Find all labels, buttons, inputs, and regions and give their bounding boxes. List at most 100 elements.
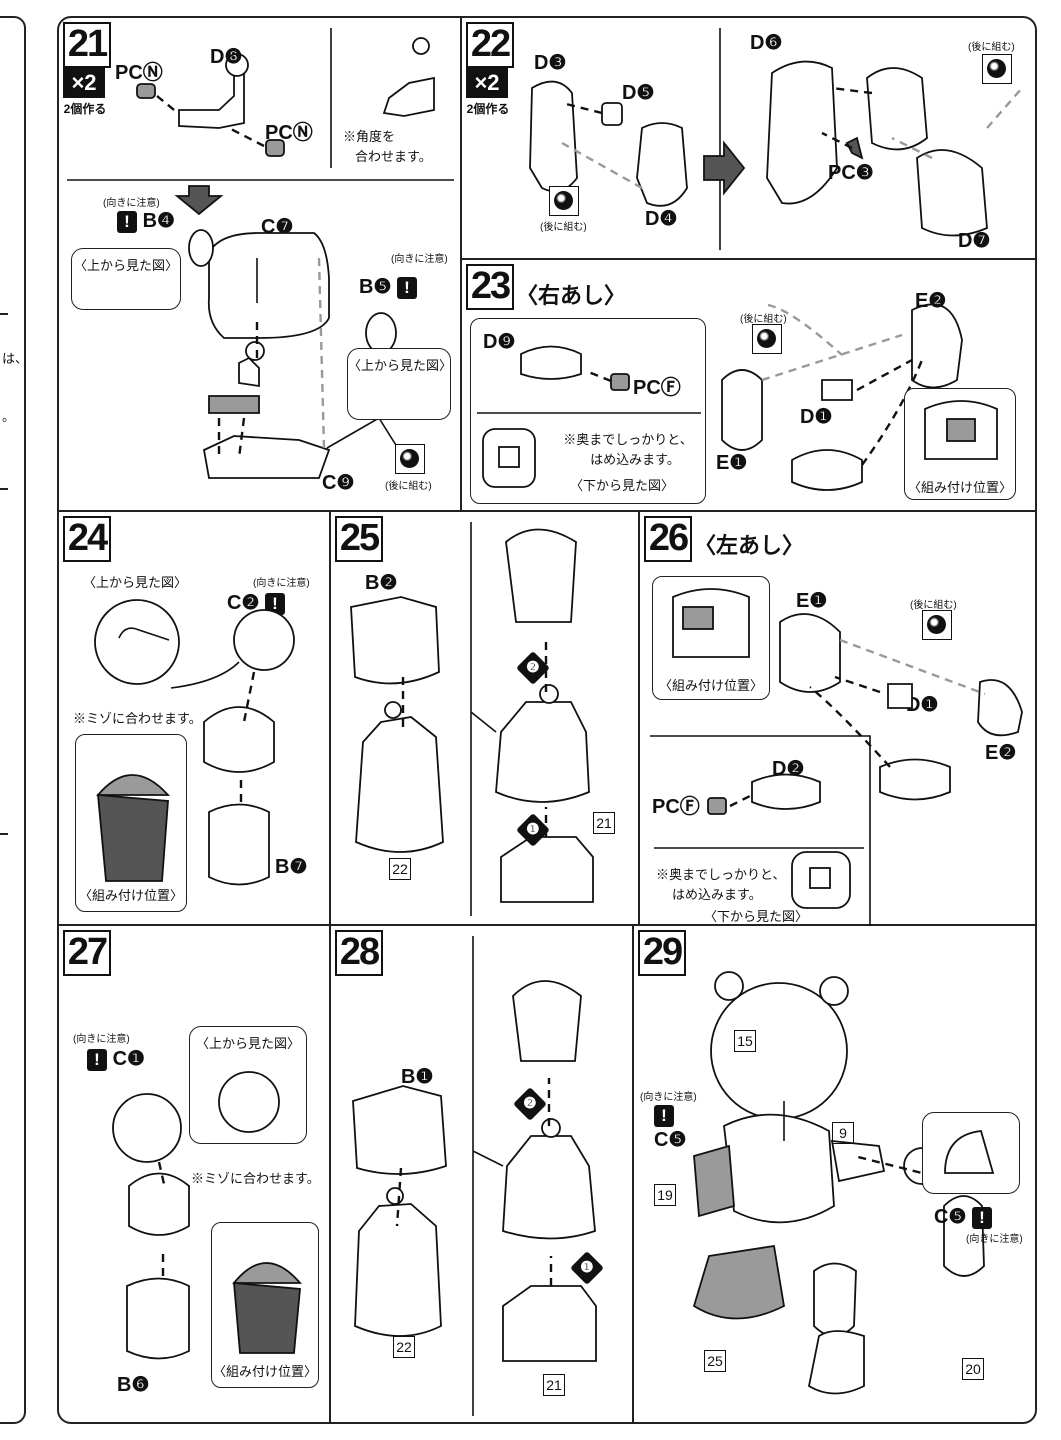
build-later-caption: (後に組む) bbox=[968, 42, 1015, 53]
part-label-c5: C❺ ! bbox=[934, 1204, 992, 1229]
edge-text: は、 bbox=[2, 351, 29, 366]
step-28-illustration bbox=[352, 936, 597, 1416]
detail-callout: D❾ PCⒻ ※奥までしっかりと、 はめ込みます。 〈下から見た図〉 bbox=[470, 318, 706, 504]
orientation-caution: (向きに注意) bbox=[966, 1234, 1023, 1245]
build-later-icon bbox=[395, 444, 425, 474]
build-later-icon bbox=[922, 610, 952, 640]
insert-note: はめ込みます。 bbox=[672, 887, 762, 902]
position-illustration bbox=[96, 774, 171, 882]
part-label-c2: C❷ ! bbox=[227, 590, 285, 615]
build-later-caption: (後に組む) bbox=[385, 481, 432, 492]
part-label-e1: E❶ bbox=[716, 452, 748, 474]
part-label-e2: E❷ bbox=[915, 290, 947, 312]
step-23-illustration bbox=[721, 303, 963, 491]
part-label-c9: C❾ bbox=[322, 472, 355, 494]
orientation-caution: (向きに注意) bbox=[253, 578, 310, 589]
angle-note: ※角度を bbox=[343, 129, 396, 144]
position-caption: 〈組み付け位置〉 bbox=[658, 678, 763, 693]
part-label-b2: B❷ bbox=[365, 572, 398, 594]
position-callout: 〈組み付け位置〉 bbox=[75, 734, 187, 912]
part-label-c1: ! C❶ bbox=[87, 1046, 145, 1071]
insert-note: はめ込みます。 bbox=[590, 452, 680, 467]
build-later-caption: (後に組む) bbox=[540, 222, 587, 233]
build-later-caption: (後に組む) bbox=[910, 600, 957, 611]
step-reference: 19 bbox=[654, 1184, 676, 1206]
edge-text: 。 bbox=[2, 409, 16, 424]
part-label-b5: B❺ ! bbox=[359, 274, 417, 299]
step-23: 23 〈右あし〉 D❾ PCⒻ ※奥までしっかりと、 はめ込みます。 〈下から見… bbox=[462, 260, 1035, 512]
top-view-caption: 〈上から見た図〉 bbox=[73, 258, 178, 273]
part-label-pc-f: PCⒻ bbox=[652, 796, 700, 818]
position-caption: 〈組み付け位置〉 bbox=[907, 480, 1012, 495]
detail-callout bbox=[922, 1112, 1020, 1194]
step-number: 29 bbox=[638, 930, 686, 976]
step-29-illustration bbox=[692, 971, 985, 1395]
part-label-d8: D❽ bbox=[210, 46, 243, 68]
orientation-caution: (向きに注意) bbox=[391, 254, 448, 265]
top-view-caption: 〈上から見た図〉 bbox=[348, 358, 453, 373]
bottom-view-caption: 〈下から見た図〉 bbox=[569, 478, 674, 493]
position-illustration bbox=[924, 400, 998, 460]
step-26: 26 〈左あし〉 〈組み付け位置〉 E❶ (後に組む) D❶ E❷ D❷ bbox=[640, 512, 1035, 926]
groove-note: ※ミゾに合わせます。 bbox=[73, 711, 202, 726]
step-number: 22 bbox=[466, 22, 514, 68]
instruction-sheet: 21 ×2 2個作る bbox=[57, 16, 1037, 1424]
warning-icon: ! bbox=[654, 1104, 674, 1127]
insert-note: ※奥までしっかりと、 bbox=[656, 867, 786, 882]
part-label-d7: D❼ bbox=[958, 230, 991, 252]
step-number: 24 bbox=[63, 516, 111, 562]
multiplier-badge: ×2 bbox=[466, 68, 508, 98]
step-number: 26 bbox=[644, 516, 692, 562]
part-label-e2: E❷ bbox=[985, 742, 1017, 764]
step-28: 28 B❶ ❷ ❶ 22 21 bbox=[331, 926, 634, 1422]
position-callout: 〈組み付け位置〉 bbox=[652, 576, 770, 700]
orientation-caution: (向きに注意) bbox=[103, 198, 160, 209]
step-reference: 20 bbox=[962, 1358, 984, 1380]
step-number: 27 bbox=[63, 930, 111, 976]
step-reference: 25 bbox=[704, 1350, 726, 1372]
part-label-d6: D❻ bbox=[750, 32, 783, 54]
multiplier-badge: ×2 bbox=[63, 68, 105, 98]
previous-page-edge-panel: は、 。 bbox=[0, 16, 29, 1424]
build-later-icon bbox=[982, 54, 1012, 84]
step-number: 23 bbox=[466, 264, 514, 310]
warning-icon: ! bbox=[396, 276, 417, 299]
warning-icon: ! bbox=[971, 1206, 992, 1229]
step-reference: 21 bbox=[543, 1374, 565, 1396]
step-29: 29 15 9 19 25 20 (向きに注意) !C❺ C❺ ! (向きに注意… bbox=[634, 926, 1035, 1422]
position-callout: 〈組み付け位置〉 bbox=[211, 1222, 319, 1388]
step-24: 24 〈上から見た図〉 (向きに注意) C❷ ! ※ミゾに合わせます。 〈組み付… bbox=[59, 512, 331, 926]
multiplier-caption: 2個作る bbox=[63, 102, 107, 116]
build-later-icon bbox=[752, 324, 782, 354]
build-later-icon bbox=[549, 186, 579, 216]
part-label-pc-b: PC❸ bbox=[828, 162, 874, 184]
step-reference: 9 bbox=[832, 1122, 854, 1144]
groove-note: ※ミゾに合わせます。 bbox=[191, 1171, 320, 1186]
step-25-illustration bbox=[350, 522, 594, 916]
angle-note: 合わせます。 bbox=[355, 149, 432, 164]
step-reference: 22 bbox=[393, 1336, 415, 1358]
step-24-illustration bbox=[94, 599, 295, 886]
edge-divider bbox=[0, 833, 8, 835]
step-22-illustration bbox=[529, 28, 1023, 250]
position-callout: 〈組み付け位置〉 bbox=[904, 388, 1016, 500]
step-22: 22 ×2 2個作る D❸ D❺ D❹ (後に組む) D❻ PC❸ D❼ (後に bbox=[462, 18, 1035, 260]
position-illustration bbox=[232, 1262, 302, 1354]
step-26-illustration bbox=[650, 613, 1023, 926]
step-number: 28 bbox=[335, 930, 383, 976]
part-label-b7: B❼ bbox=[275, 856, 308, 878]
part-label-pc-f: PCⒻ bbox=[633, 377, 681, 399]
step-reference: 21 bbox=[593, 812, 615, 834]
edge-divider bbox=[0, 488, 8, 490]
part-label-d3: D❸ bbox=[534, 52, 567, 74]
top-view-callout: 〈上から見た図〉 bbox=[71, 248, 181, 310]
top-view-caption: 〈上から見た図〉 bbox=[83, 575, 188, 590]
step-title: 〈左あし〉 bbox=[694, 533, 805, 558]
step-25: 25 B❷ ❷ ❶ 21 22 bbox=[331, 512, 640, 926]
step-number: 25 bbox=[335, 516, 383, 562]
step-title: 〈右あし〉 bbox=[516, 283, 627, 308]
bottom-view-caption: 〈下から見た図〉 bbox=[704, 909, 809, 924]
part-label-c7: C❼ bbox=[261, 216, 294, 238]
step-21: 21 ×2 2個作る bbox=[59, 18, 462, 512]
callout-illustration bbox=[944, 1130, 995, 1174]
